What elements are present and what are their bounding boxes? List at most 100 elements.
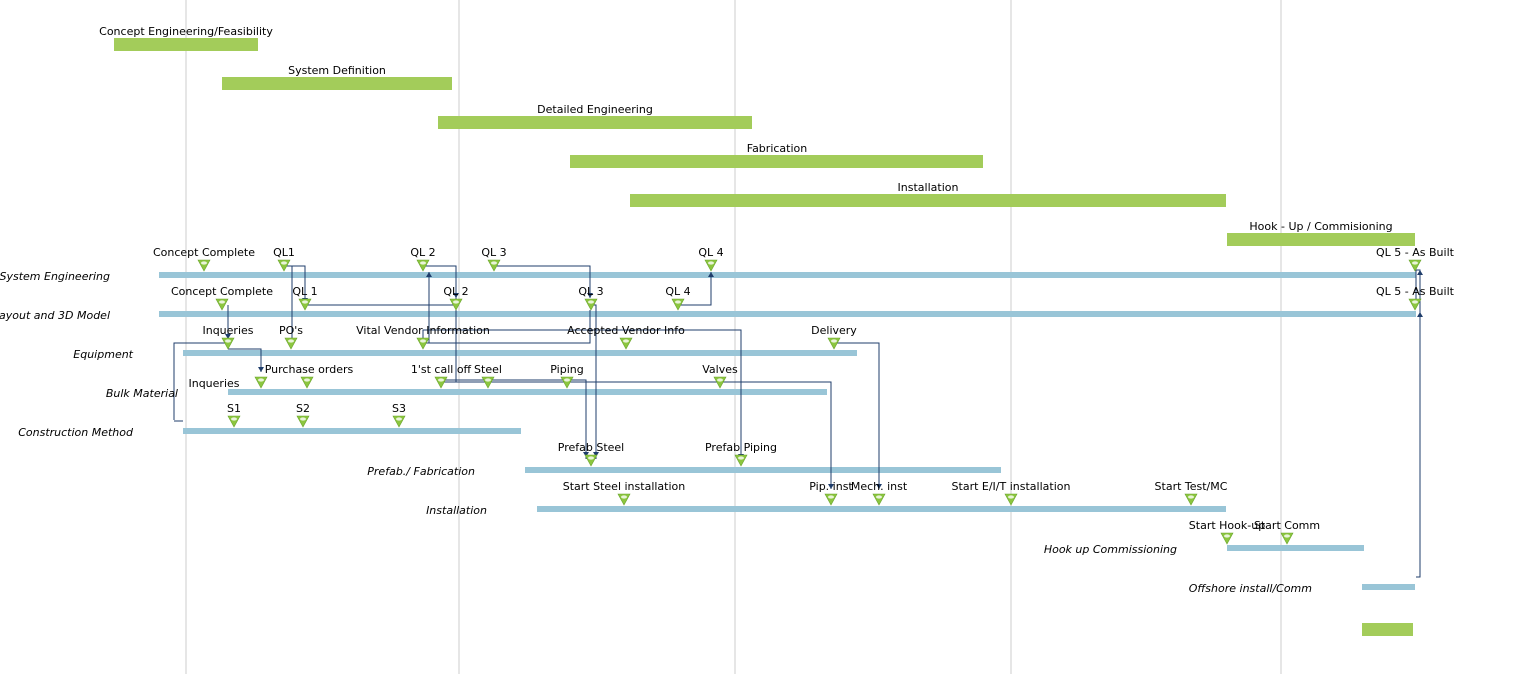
milestone-label: QL 4 [665,285,690,298]
row-label: Prefab./ Fabrication [367,465,475,478]
phase-label: Detailed Engineering [537,103,653,116]
milestone-marker [197,259,211,272]
milestone-highlight [1284,534,1290,538]
dependency-links [173,265,1423,578]
milestone-highlight [219,300,225,304]
phase-bars [114,38,1415,636]
milestone-highlight [300,417,306,421]
dependency-link [305,297,457,306]
phase-bar [1227,233,1415,246]
milestone-marker [221,337,235,350]
milestone-highlight [1008,495,1014,499]
milestone-label: PO's [279,324,303,337]
milestone-marker [671,298,685,311]
milestone-marker [215,298,229,311]
milestone-label: QL 5 - As Built [1376,246,1455,259]
milestone-label: Inqueries [202,324,253,337]
milestone-label: 1'st call off [411,363,472,376]
milestone-marker [254,376,268,389]
row-label: Equipment [73,348,133,361]
dependency-link [494,265,591,298]
milestone-marker [827,337,841,350]
milestone-highlight [564,378,570,382]
milestone-highlight [621,495,627,499]
milestone-marker [449,298,463,311]
dependency-link [422,329,742,459]
arrowhead [426,272,432,277]
milestone-marker [560,376,574,389]
milestone-marker [300,376,314,389]
milestone-label: Concept Complete [171,285,273,298]
milestone-highlight [302,300,308,304]
row-label: Installation [426,504,487,517]
milestone-highlight [258,378,264,382]
phase-label: Fabrication [747,142,808,155]
milestone-highlight [420,261,426,265]
milestone-label: Inqueries [188,377,239,390]
milestone-label: S3 [392,402,406,415]
arrowhead [225,334,231,339]
milestone-highlight [675,300,681,304]
milestone-highlight [1412,261,1418,265]
milestone-marker [487,259,501,272]
milestone-highlight [288,339,294,343]
phase-bar [1362,623,1413,636]
row-label: Bulk Material [106,387,178,400]
milestone-label: Prefab Piping [705,441,777,454]
milestone-marker [704,259,718,272]
phase-bar [114,38,258,51]
task-bar [183,350,857,356]
milestone-label: Steel [474,363,502,376]
milestone-label: Valves [702,363,738,376]
milestone-label: Purchase orders [265,363,354,376]
task-bar [159,311,1416,317]
milestone-label: Start E/I/T installation [952,480,1071,493]
milestone-marker [1408,259,1422,272]
milestone-label: QL 1 [292,285,317,298]
milestone-label: Start Comm [1254,519,1320,532]
arrowhead [828,484,834,489]
milestone-label: Start Test/MC [1155,480,1228,493]
milestone-highlight [485,378,491,382]
arrowhead [587,293,593,298]
milestone-highlight [453,300,459,304]
milestone-label: QL 2 [410,246,435,259]
phase-label: Concept Engineering/Feasibility [99,25,273,38]
dependency-link [834,342,880,489]
milestone-label: Start Steel installation [563,480,686,493]
milestone-highlight [1412,300,1418,304]
milestone-marker [416,337,430,350]
row-label: Offshore install/Comm [1189,582,1312,595]
dependency-link [420,265,457,298]
arrowhead [583,452,589,457]
arrowhead [593,452,599,457]
milestone-highlight [717,378,723,382]
milestone-highlight [828,495,834,499]
task-bar [1227,545,1364,551]
milestone-marker [619,337,633,350]
milestone-marker [284,337,298,350]
row-label: Construction Method [18,426,134,439]
milestone-highlight [1224,534,1230,538]
task-bar [525,467,1001,473]
milestone-marker [1220,532,1234,545]
dependency-link [423,310,591,344]
milestone-highlight [491,261,497,265]
milestone-marker [713,376,727,389]
milestone-marker [434,376,448,389]
milestone-marker [227,415,241,428]
task-bar [183,428,521,434]
milestones [197,259,1422,545]
milestone-highlight [623,339,629,343]
milestone-highlight [304,378,310,382]
dependency-link [284,265,306,303]
row-label: Hook up Commissioning [1044,543,1177,556]
row-label: System Engineering [0,270,110,283]
milestone-marker [296,415,310,428]
milestone-marker [416,259,430,272]
milestone-label: S2 [296,402,310,415]
milestone-marker [481,376,495,389]
milestone-marker [1408,298,1422,311]
